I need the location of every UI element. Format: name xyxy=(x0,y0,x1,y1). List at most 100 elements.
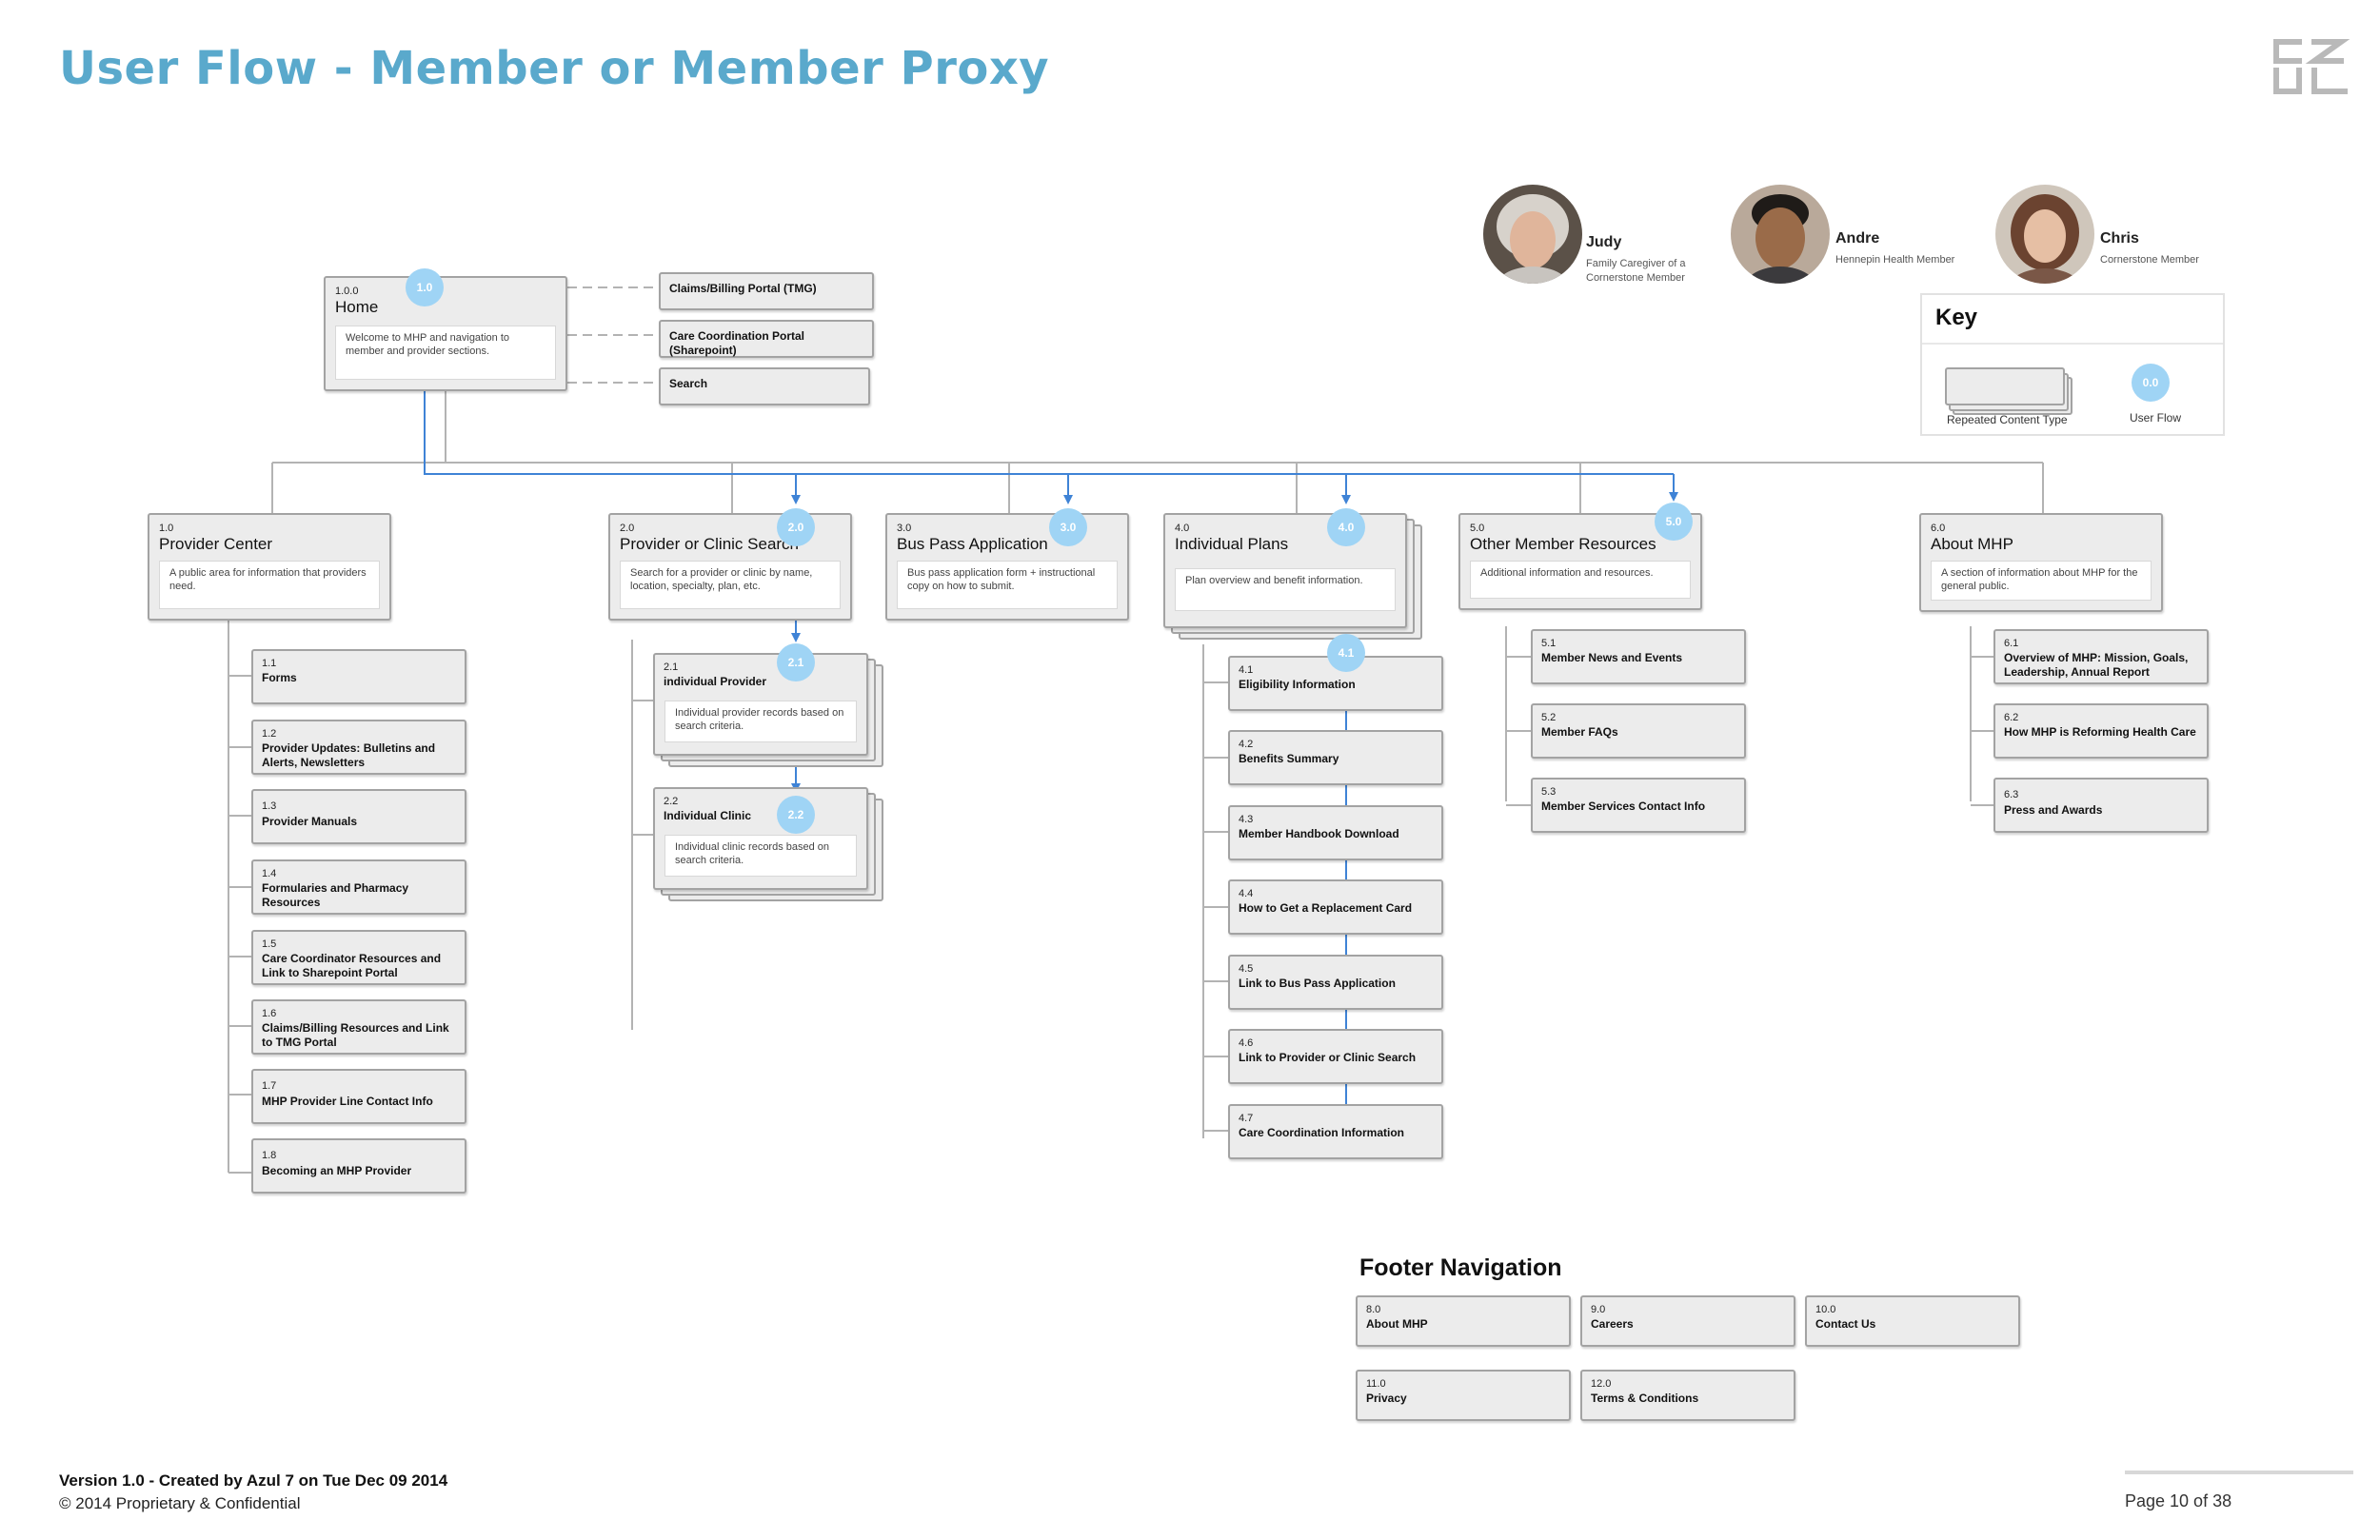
key-stack-front xyxy=(1945,367,2065,405)
plans-item[interactable]: 4.2 Benefits Summary xyxy=(1228,730,1443,785)
node-title: Home xyxy=(335,298,379,316)
node-number: 4.1 xyxy=(1239,664,1254,676)
provider-center-item[interactable]: 1.6 Claims/Billing Resources and Link to… xyxy=(251,999,466,1055)
node-number: 4.0 xyxy=(1175,523,1190,534)
resources-item[interactable]: 5.3 Member Services Contact Info xyxy=(1531,778,1746,833)
plans-item[interactable]: 4.5 Link to Bus Pass Application xyxy=(1228,955,1443,1010)
provider-center-item[interactable]: 1.7 MHP Provider Line Contact Info xyxy=(251,1069,466,1124)
node-number: 3.0 xyxy=(897,523,912,534)
section-about-mhp[interactable]: 6.0 About MHP A section of information a… xyxy=(1919,513,2163,612)
provider-center-item[interactable]: 1.1 Forms xyxy=(251,649,466,704)
node-title: Link to Bus Pass Application xyxy=(1239,977,1396,990)
plans-item[interactable]: 4.7 Care Coordination Information xyxy=(1228,1104,1443,1159)
node-number: 1.3 xyxy=(262,800,277,812)
node-title: MHP Provider Line Contact Info xyxy=(262,1095,433,1108)
node-title: How to Get a Replacement Card xyxy=(1239,901,1413,915)
node-number: 1.6 xyxy=(262,1008,277,1019)
plans-item[interactable]: 4.4 How to Get a Replacement Card xyxy=(1228,879,1443,935)
about-item[interactable]: 6.1 Overview of MHP: Mission, Goals, Lea… xyxy=(1993,629,2209,684)
flow-step-4-1: 4.1 xyxy=(1327,634,1365,672)
node-title: Care Coordination Information xyxy=(1239,1126,1404,1139)
node-number: 5.0 xyxy=(1470,523,1485,534)
node-title: Press and Awards xyxy=(2004,803,2103,817)
node-title: Other Member Resources xyxy=(1470,535,1656,553)
plans-item[interactable]: 4.6 Link to Provider or Clinic Search xyxy=(1228,1029,1443,1084)
node-number: 1.4 xyxy=(262,868,277,879)
key-flow-label: User Flow xyxy=(2130,411,2182,424)
flow-step-2-1: 2.1 xyxy=(777,643,815,681)
plans-item[interactable]: 4.3 Member Handbook Download xyxy=(1228,805,1443,860)
individual-provider-node[interactable]: 2.1 individual Provider Individual provi… xyxy=(653,653,868,756)
judy-desc-line2: Cornerstone Member xyxy=(1586,272,1685,284)
node-number: 1.8 xyxy=(262,1150,277,1161)
node-title: Careers xyxy=(1591,1317,1634,1331)
section-provider-center[interactable]: 1.0 Provider Center A public area for in… xyxy=(148,513,391,621)
node-title: Provider Center xyxy=(159,535,273,553)
resources-item[interactable]: 5.1 Member News and Events xyxy=(1531,629,1746,684)
node-description: Plan overview and benefit information. xyxy=(1175,568,1396,611)
node-number: 12.0 xyxy=(1591,1378,1612,1390)
section-provider-clinic-search[interactable]: 2.0 Provider or Clinic Search Search for… xyxy=(608,513,852,621)
page-title: User Flow - Member or Member Proxy xyxy=(59,42,1050,95)
node-title: Contact Us xyxy=(1815,1317,1876,1331)
about-item[interactable]: 6.3 Press and Awards xyxy=(1993,778,2209,833)
node-number: 10.0 xyxy=(1815,1304,1836,1315)
node-description: A section of information about MHP for t… xyxy=(1931,561,2152,601)
provider-center-item[interactable]: 1.8 Becoming an MHP Provider xyxy=(251,1138,466,1194)
provider-center-item[interactable]: 1.2 Provider Updates: Bulletins and Aler… xyxy=(251,720,466,775)
node-title: Becoming an MHP Provider xyxy=(262,1164,412,1177)
node-title: Individual Clinic xyxy=(664,809,752,822)
node-title: Member Services Contact Info xyxy=(1541,800,1706,813)
node-title: Member FAQs xyxy=(1541,725,1618,739)
provider-center-item[interactable]: 1.5 Care Coordinator Resources and Link … xyxy=(251,930,466,985)
node-number: 4.5 xyxy=(1239,963,1254,975)
node-title: Provider Updates: Bulletins and Alerts, … xyxy=(262,741,436,769)
node-title: Provider or Clinic Search xyxy=(620,535,800,553)
section-bus-pass[interactable]: 3.0 Bus Pass Application Bus pass applic… xyxy=(885,513,1129,621)
home-node[interactable]: 1.0.0 Home Welcome to MHP and navigation… xyxy=(324,276,567,391)
resources-item[interactable]: 5.2 Member FAQs xyxy=(1531,703,1746,759)
provider-center-item[interactable]: 1.4 Formularies and Pharmacy Resources xyxy=(251,859,466,915)
key-title: Key xyxy=(1935,305,1978,330)
footer-nav-item[interactable]: 9.0 Careers xyxy=(1580,1295,1795,1347)
node-number: 4.2 xyxy=(1239,739,1254,750)
node-description: Individual clinic records based on searc… xyxy=(664,835,857,877)
individual-clinic-node[interactable]: 2.2 Individual Clinic Individual clinic … xyxy=(653,787,868,890)
footer-nav-item[interactable]: 10.0 Contact Us xyxy=(1805,1295,2020,1347)
node-title: Provider Manuals xyxy=(262,815,358,828)
footer-nav-item[interactable]: 8.0 About MHP xyxy=(1356,1295,1571,1347)
node-title: Benefits Summary xyxy=(1239,752,1339,765)
node-number: 4.6 xyxy=(1239,1037,1254,1049)
chris-avatar xyxy=(1995,185,2094,284)
node-number: 1.7 xyxy=(262,1080,277,1092)
section-other-member-resources[interactable]: 5.0 Other Member Resources Additional in… xyxy=(1458,513,1702,610)
footer-nav-item[interactable]: 11.0 Privacy xyxy=(1356,1370,1571,1421)
flow-step-3-0: 3.0 xyxy=(1049,508,1087,546)
page-divider xyxy=(2125,1471,2353,1474)
node-number: 1.0.0 xyxy=(335,286,359,297)
section-individual-plans[interactable]: 4.0 Individual Plans Plan overview and b… xyxy=(1163,513,1407,628)
node-description: Individual provider records based on sea… xyxy=(664,701,857,742)
node-title: Claims/Billing Resources and Link to TMG… xyxy=(262,1021,449,1049)
claims-billing-portal-link[interactable]: Claims/Billing Portal (TMG) xyxy=(659,272,874,310)
node-title: Terms & Conditions xyxy=(1591,1392,1699,1405)
provider-center-item[interactable]: 1.3 Provider Manuals xyxy=(251,789,466,844)
judy-name: Judy xyxy=(1586,234,1622,250)
chris-desc: Cornerstone Member xyxy=(2100,254,2199,266)
search-link[interactable]: Search xyxy=(659,367,870,405)
node-title: Forms xyxy=(262,671,297,684)
copyright: © 2014 Proprietary & Confidential xyxy=(59,1494,301,1512)
company-logo xyxy=(2273,39,2350,94)
node-number: 6.3 xyxy=(2004,789,2019,800)
judy-desc-line1: Family Caregiver of a xyxy=(1586,258,1686,269)
care-coordination-portal-link[interactable]: Care Coordination Portal (Sharepoint) xyxy=(659,320,874,358)
footer-nav-item[interactable]: 12.0 Terms & Conditions xyxy=(1580,1370,1795,1421)
node-number: 5.3 xyxy=(1541,786,1557,798)
node-number: 2.1 xyxy=(664,661,679,673)
node-title: Individual Plans xyxy=(1175,535,1289,553)
judy-avatar xyxy=(1483,185,1582,284)
about-item[interactable]: 6.2 How MHP is Reforming Health Care xyxy=(1993,703,2209,759)
legend-key: Key Repeated Content Type 0.0 User Flow xyxy=(1920,293,2225,436)
node-title: Member Handbook Download xyxy=(1239,827,1399,840)
node-title: Care Coordinator Resources and Link to S… xyxy=(262,952,442,979)
